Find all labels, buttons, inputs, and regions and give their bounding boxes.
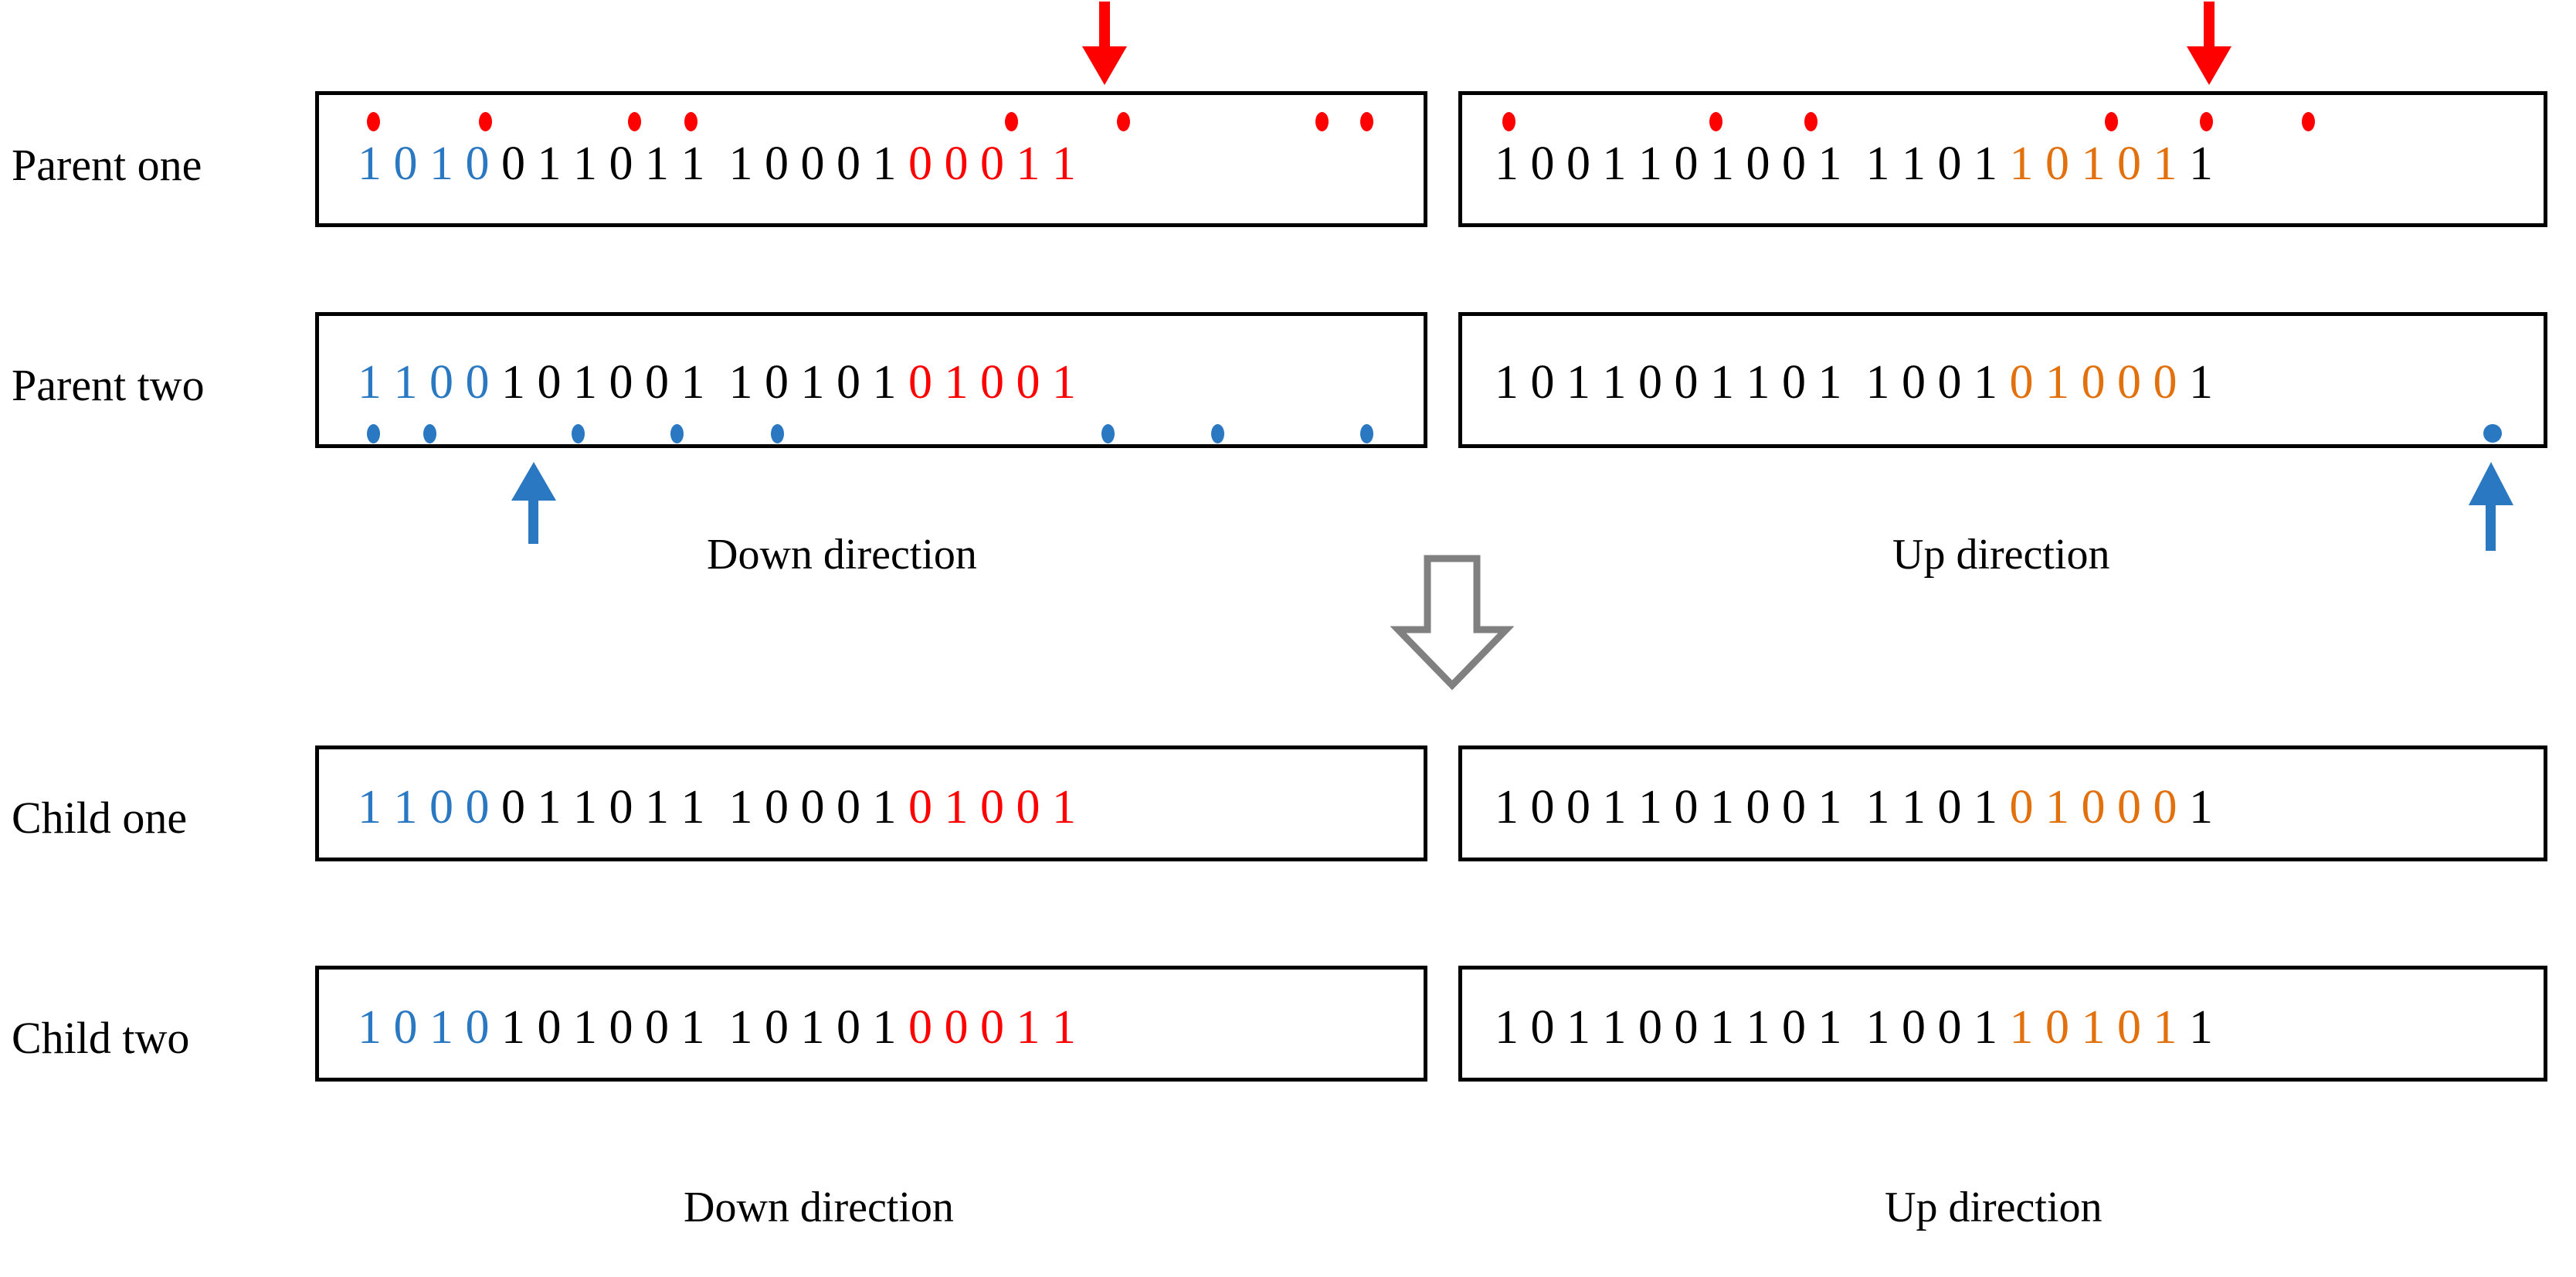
- bit-string-parent-two-up: 1 0 1 1 0 0 1 1 0 1 1 0 0 1 0 1 0 0 0 1: [1495, 358, 2544, 406]
- bit-segment-black: 1 0 1 0 0 1 1 0 1 0 1: [501, 356, 908, 409]
- row-label-parent-one: Parent one: [12, 140, 202, 190]
- blue-dot-marker: [2483, 424, 2502, 443]
- bit-segment-red: 0 1 0 0 1: [908, 781, 1076, 834]
- red-dot-marker: [1804, 112, 1817, 131]
- bit-segment-red: 0 0 0 1 1: [908, 138, 1076, 190]
- blue-dot-marker: [1360, 424, 1373, 443]
- red-dot-marker: [1315, 112, 1329, 131]
- blue-dot-marker: [771, 424, 784, 443]
- red-dot-marker: [2200, 112, 2213, 131]
- arrow-down-icon-right: [2187, 2, 2232, 85]
- blue-dot-marker: [572, 424, 585, 443]
- bit-segment-black: 0 1 1 0 1 1 1 0 0 0 1: [501, 781, 908, 834]
- bit-segment-black-tail: 1: [2189, 138, 2213, 190]
- arrow-down-icon-left: [1082, 2, 1127, 85]
- blue-dot-marker: [1101, 424, 1115, 443]
- bit-segment-blue: 1 0 1 0: [358, 1001, 501, 1054]
- chromosome-box-parent-two-up: 1 0 1 1 0 0 1 1 0 1 1 0 0 1 0 1 0 0 0 1: [1458, 312, 2547, 448]
- row-label-child-one: Child one: [12, 793, 188, 843]
- caption-up-direction-bottom: Up direction: [1885, 1184, 2103, 1231]
- blue-dot-marker: [1211, 424, 1224, 443]
- bit-segment-black: 0 1 1 0 1 1 1 0 0 0 1: [501, 138, 908, 190]
- bit-string-child-two-up: 1 0 1 1 0 0 1 1 0 1 1 0 0 1 1 0 1 0 1 1: [1495, 1004, 2544, 1051]
- bit-string-child-one-down: 1 1 0 0 0 1 1 0 1 1 1 0 0 0 1 0 1 0 0 1: [358, 783, 1424, 831]
- red-dot-marker: [367, 112, 380, 131]
- caption-up-direction-top: Up direction: [1892, 531, 2110, 579]
- row-label-child-two: Child two: [12, 1013, 190, 1063]
- bit-string-child-one-up: 1 0 0 1 1 0 1 0 0 1 1 1 0 1 0 1 0 0 0 1: [1495, 783, 2544, 831]
- chromosome-box-child-one-down: 1 1 0 0 0 1 1 0 1 1 1 0 0 0 1 0 1 0 0 1: [315, 745, 1427, 861]
- blue-dot-marker: [670, 424, 684, 443]
- bit-segment-orange: 1 0 1 0 1: [2009, 138, 2189, 190]
- bit-segment-blue: 1 1 0 0: [358, 356, 501, 409]
- arrow-up-icon-right: [2469, 462, 2513, 551]
- chromosome-box-parent-two-down: 1 1 0 0 1 0 1 0 0 1 1 0 1 0 1 0 1 0 0 1: [315, 312, 1427, 448]
- red-dot-marker: [628, 112, 641, 131]
- bit-segment-black-tail: 1: [2189, 781, 2213, 834]
- red-dot-marker: [2105, 112, 2118, 131]
- bit-segment-red: 0 0 0 1 1: [908, 1001, 1076, 1054]
- bit-segment-orange: 0 1 0 0 0: [2009, 781, 2189, 834]
- bit-segment-black: 1 0 0 1 1 0 1 0 0 1 1 1 0 1: [1495, 781, 2010, 834]
- bit-segment-red: 0 1 0 0 1: [908, 356, 1076, 409]
- bit-string-child-two-down: 1 0 1 0 1 0 1 0 0 1 1 0 1 0 1 0 0 0 1 1: [358, 1004, 1424, 1051]
- red-dot-marker: [1117, 112, 1130, 131]
- bit-segment-black-tail: 1: [2189, 1001, 2213, 1054]
- bit-segment-black: 1 0 1 1 0 0 1 1 0 1 1 0 0 1: [1495, 356, 2010, 409]
- red-dot-marker: [1005, 112, 1018, 131]
- blue-dot-marker: [423, 424, 436, 443]
- bit-segment-black-tail: 1: [2189, 356, 2213, 409]
- red-dot-marker: [1502, 112, 1515, 131]
- red-dot-marker: [684, 112, 697, 131]
- caption-down-direction-bottom: Down direction: [684, 1184, 954, 1231]
- chromosome-box-child-two-down: 1 0 1 0 1 0 1 0 0 1 1 0 1 0 1 0 0 0 1 1: [315, 966, 1427, 1082]
- chromosome-box-parent-one-down: 1 0 1 0 0 1 1 0 1 1 1 0 0 0 1 0 0 0 1 1: [315, 91, 1427, 227]
- bit-segment-black: 1 0 1 0 0 1 1 0 1 0 1: [501, 1001, 908, 1054]
- bit-segment-blue: 1 0 1 0: [358, 138, 501, 190]
- bit-string-parent-two-down: 1 1 0 0 1 0 1 0 0 1 1 0 1 0 1 0 1 0 0 1: [358, 358, 1424, 406]
- caption-down-direction-top: Down direction: [707, 531, 977, 579]
- bit-segment-blue: 1 1 0 0: [358, 781, 501, 834]
- bit-segment-orange: 0 1 0 0 0: [2009, 356, 2189, 409]
- arrow-up-icon-left: [511, 462, 556, 544]
- bit-string-parent-one-up: 1 0 0 1 1 0 1 0 0 1 1 1 0 1 1 0 1 0 1 1: [1495, 140, 2544, 188]
- chromosome-box-parent-one-up: 1 0 0 1 1 0 1 0 0 1 1 1 0 1 1 0 1 0 1 1: [1458, 91, 2547, 227]
- chromosome-box-child-two-up: 1 0 1 1 0 0 1 1 0 1 1 0 0 1 1 0 1 0 1 1: [1458, 966, 2547, 1082]
- bit-segment-black: 1 0 1 1 0 0 1 1 0 1 1 0 0 1: [1495, 1001, 2010, 1054]
- red-dot-marker: [479, 112, 492, 131]
- bit-segment-orange: 1 0 1 0 1: [2009, 1001, 2189, 1054]
- chromosome-box-child-one-up: 1 0 0 1 1 0 1 0 0 1 1 1 0 1 0 1 0 0 0 1: [1458, 745, 2547, 861]
- bit-string-parent-one-down: 1 0 1 0 0 1 1 0 1 1 1 0 0 0 1 0 0 0 1 1: [358, 140, 1424, 188]
- red-dot-marker: [2302, 112, 2315, 131]
- blue-dot-marker: [367, 424, 380, 443]
- red-dot-marker: [1360, 112, 1373, 131]
- big-arrow-down-icon: [1390, 555, 1514, 691]
- red-dot-marker: [1709, 112, 1722, 131]
- row-label-parent-two: Parent two: [12, 360, 205, 410]
- bit-segment-black: 1 0 0 1 1 0 1 0 0 1 1 1 0 1: [1495, 138, 2010, 190]
